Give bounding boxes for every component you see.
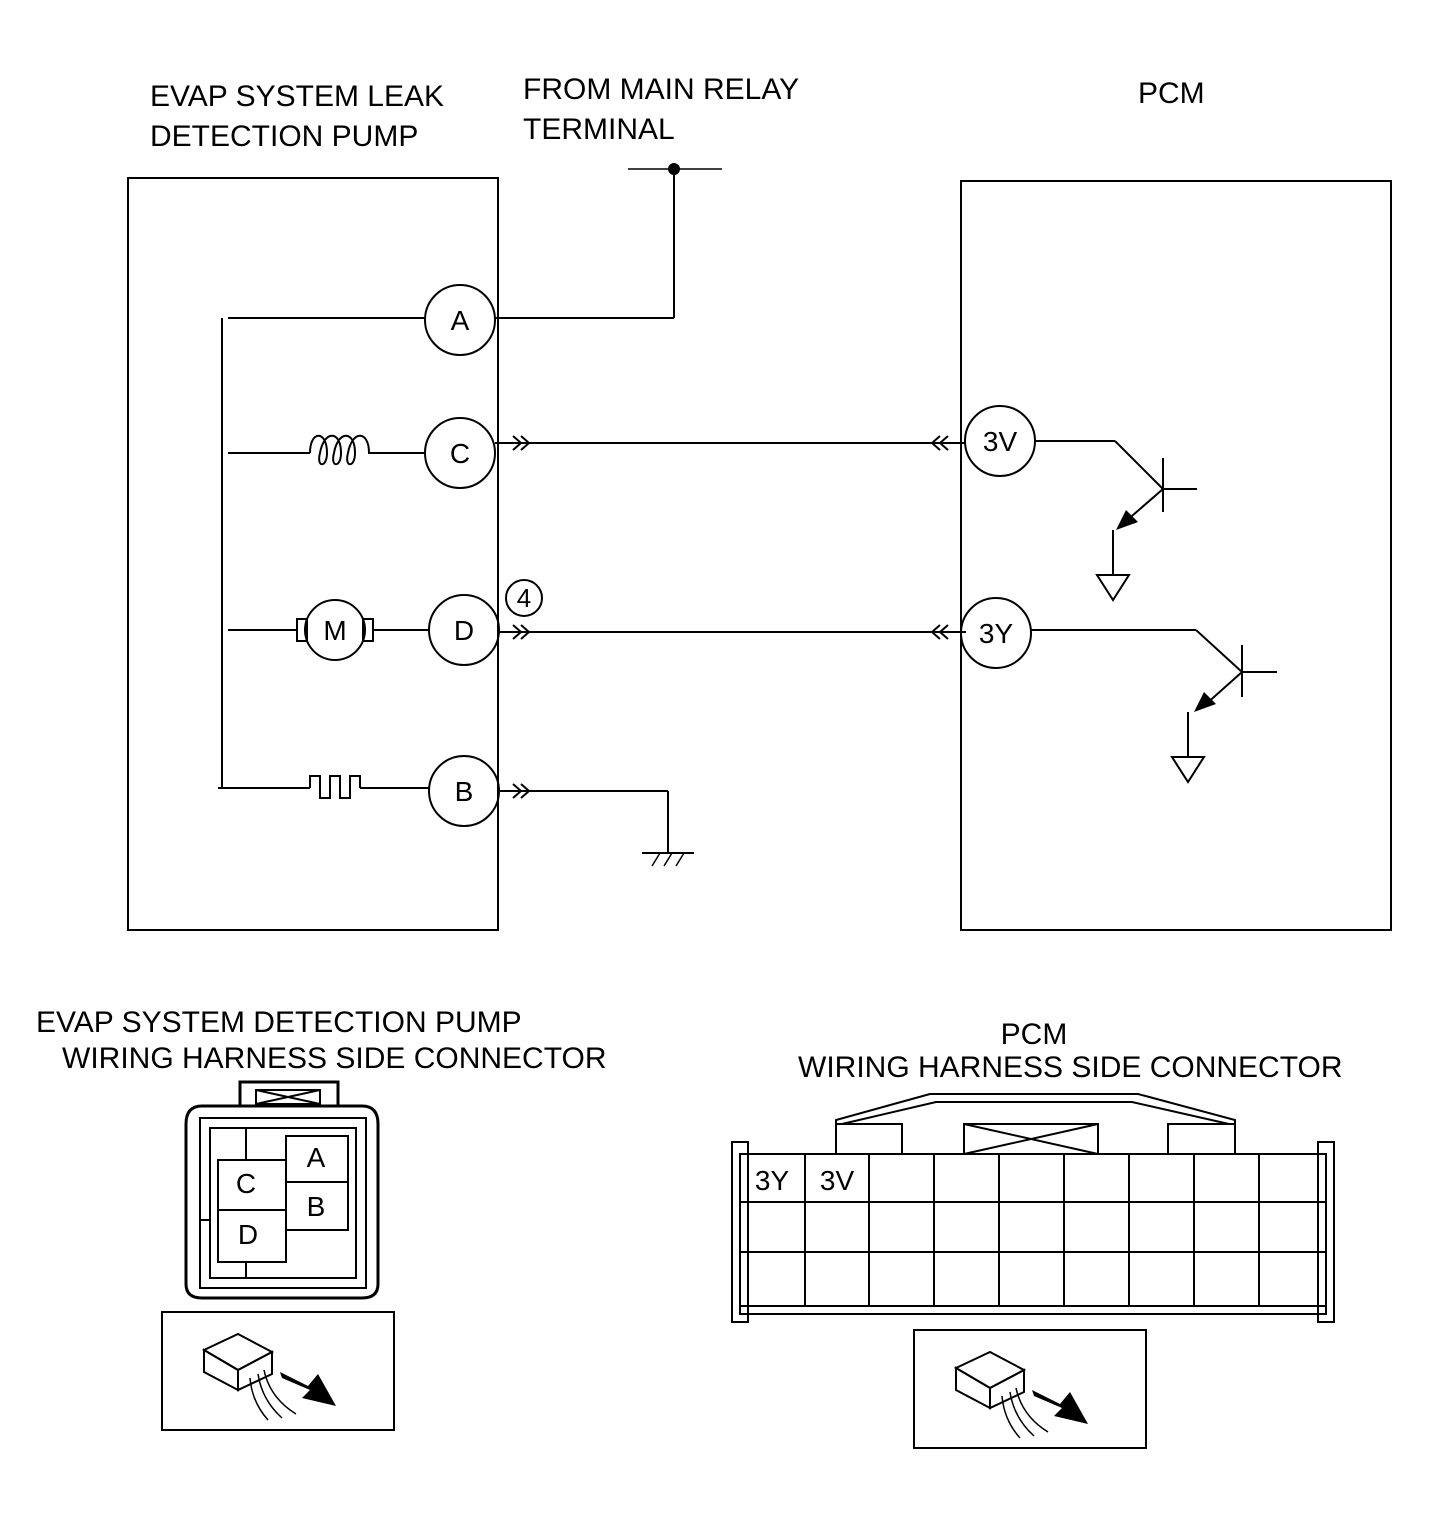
pump-terminal-d: D [428, 594, 500, 666]
svg-text:A: A [451, 305, 470, 336]
svg-text:4: 4 [517, 583, 531, 613]
wire-b-ground [499, 783, 694, 867]
pump-title-line1: EVAP SYSTEM LEAK [150, 80, 444, 113]
svg-text:B: B [307, 1191, 326, 1222]
svg-text:B: B [455, 776, 474, 807]
connector-arrow-icon [930, 435, 949, 451]
ground-icon [1170, 756, 1206, 784]
pcm-terminal-3y: 3Y [960, 597, 1032, 669]
pump-connector-cell-d [217, 1209, 287, 1263]
pcm-connector-title-line2: WIRING HARNESS SIDE CONNECTOR [798, 1051, 1343, 1084]
ground-icon [642, 852, 694, 867]
transistor-icon [1035, 440, 1197, 602]
pump-terminal-b: B [428, 755, 500, 827]
transistor-icon [1031, 629, 1277, 784]
pcm-terminal-3v: 3V [964, 405, 1036, 477]
connector-arrow-icon [512, 624, 531, 640]
svg-text:C: C [450, 438, 470, 469]
pcm-connector-face: 3Y 3V [731, 1093, 1335, 1323]
svg-text:3Y: 3Y [979, 618, 1014, 649]
relay-title-line1: FROM MAIN RELAY [523, 73, 799, 106]
motor-icon: M [296, 599, 374, 661]
wire-d-3y [499, 624, 966, 640]
pcm-connector-cell-3y: 3Y [755, 1165, 790, 1196]
svg-text:A: A [307, 1142, 326, 1173]
heater-icon [309, 775, 361, 799]
ground-icon [1095, 574, 1131, 602]
wire-c-3v [495, 435, 966, 451]
pcm-connector-title-line1: PCM [1001, 1018, 1068, 1051]
main-relay-wire [495, 163, 722, 319]
pump-connector-title-line2: WIRING HARNESS SIDE CONNECTOR [62, 1042, 607, 1075]
pcm-title: PCM [1138, 77, 1205, 110]
pump-title-line2: DETECTION PUMP [150, 120, 418, 153]
relay-title-line2: TERMINAL [523, 113, 675, 146]
connector-arrow-icon [512, 783, 531, 799]
connector-arrow-icon [512, 435, 531, 451]
pump-connector-cell-b [285, 1181, 349, 1231]
pump-connector-face: C D A B [184, 1080, 380, 1300]
pump-terminal-c: C [424, 417, 496, 489]
pump-internal-wiring [218, 317, 430, 789]
motor-label: M [323, 615, 346, 646]
step-marker: 4 [505, 579, 543, 617]
pump-box [127, 177, 499, 931]
pump-terminal-a: A [424, 284, 496, 356]
pump-connector-title-line1: EVAP SYSTEM DETECTION PUMP [36, 1006, 522, 1039]
solenoid-coil-icon [309, 434, 375, 466]
pcm-connector-view-icon [913, 1329, 1147, 1449]
pump-connector-view-icon [161, 1311, 395, 1431]
svg-text:3V: 3V [983, 426, 1018, 457]
svg-text:D: D [454, 615, 474, 646]
pcm-box [960, 180, 1392, 931]
svg-text:D: D [238, 1219, 258, 1250]
connector-arrow-icon [930, 624, 949, 640]
svg-text:C: C [236, 1168, 256, 1199]
pcm-connector-cell-3v: 3V [820, 1165, 855, 1196]
